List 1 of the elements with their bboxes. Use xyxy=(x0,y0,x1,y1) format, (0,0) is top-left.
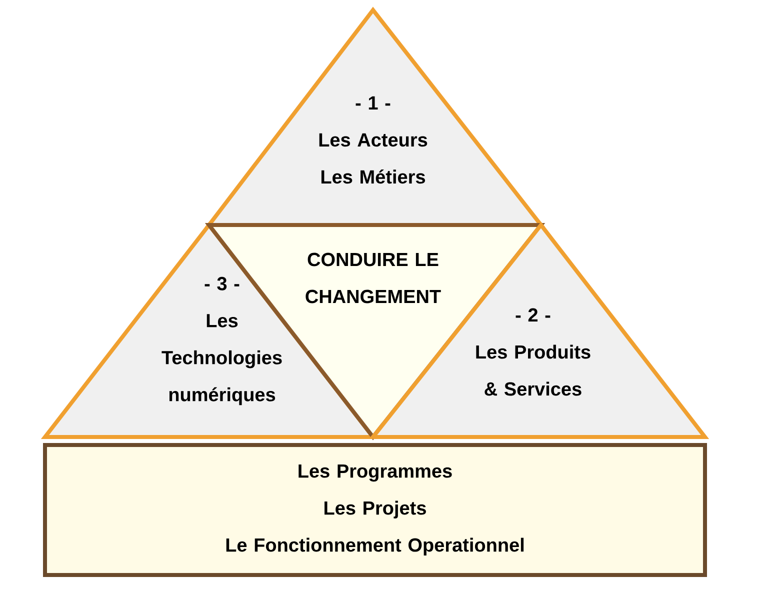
base-box: Les Programmes Les Projets Le Fonctionnement Operationnel xyxy=(43,443,707,577)
